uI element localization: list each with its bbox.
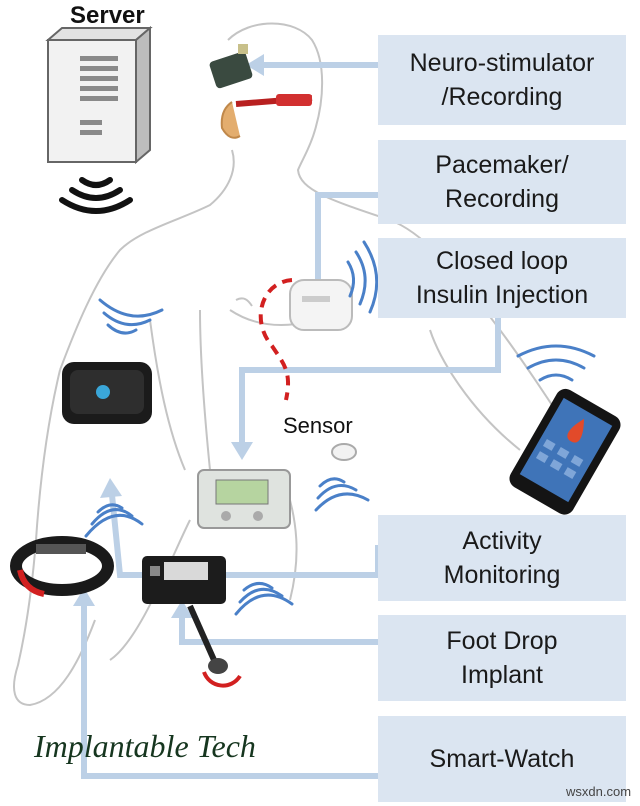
arrowhead-neuro <box>246 54 264 76</box>
label-line: Smart-Watch <box>429 745 575 773</box>
smartphone-icon <box>509 388 621 515</box>
server-label: Server <box>70 2 145 29</box>
label-neuro-stimulator: Neuro-stimulator/Recording <box>378 35 626 125</box>
signal-waves <box>84 240 596 616</box>
label-line: Activity <box>462 527 542 555</box>
sensor-patch-icon <box>331 443 357 461</box>
label-line: /Recording <box>441 83 563 111</box>
smart-glasses-icon <box>220 94 313 139</box>
label-line: Implant <box>461 661 543 689</box>
pacemaker-icon <box>258 278 353 401</box>
label-line: Neuro-stimulator <box>409 49 595 77</box>
connector-foot-drop <box>179 614 378 645</box>
connector-pacemaker <box>315 192 378 292</box>
connector-lines <box>73 54 501 779</box>
server-icon <box>45 25 153 214</box>
smart-watch-icon <box>10 536 114 597</box>
arrowhead-activity <box>100 478 122 498</box>
label-line: Pacemaker/ <box>435 151 569 179</box>
label-line: Monitoring <box>443 561 561 589</box>
arrowhead-foot-drop <box>171 600 193 618</box>
insulin-pump-icon <box>197 469 291 529</box>
arrowhead-insulin <box>231 442 253 460</box>
neuro-stimulator-device-icon <box>209 44 253 89</box>
label-smart-watch: Smart-Watch <box>378 716 626 802</box>
label-line: Insulin Injection <box>415 281 589 309</box>
label-pacemaker: Pacemaker/Recording <box>378 140 626 224</box>
activity-monitor-icon <box>142 556 226 604</box>
arrowhead-smart-watch <box>73 588 95 606</box>
foot-drop-electrode-icon <box>187 604 242 688</box>
armband-icon <box>62 362 152 424</box>
caption-title: Implantable Tech <box>34 728 256 764</box>
label-line: Foot Drop <box>446 627 558 655</box>
connector-smart-watch <box>81 604 378 779</box>
label-line: Closed loop <box>435 247 568 275</box>
watermark: wsxdn.com <box>566 784 632 799</box>
sensor-label: Sensor <box>283 413 353 438</box>
connector-insulin <box>239 318 501 446</box>
label-line: Recording <box>445 185 559 213</box>
